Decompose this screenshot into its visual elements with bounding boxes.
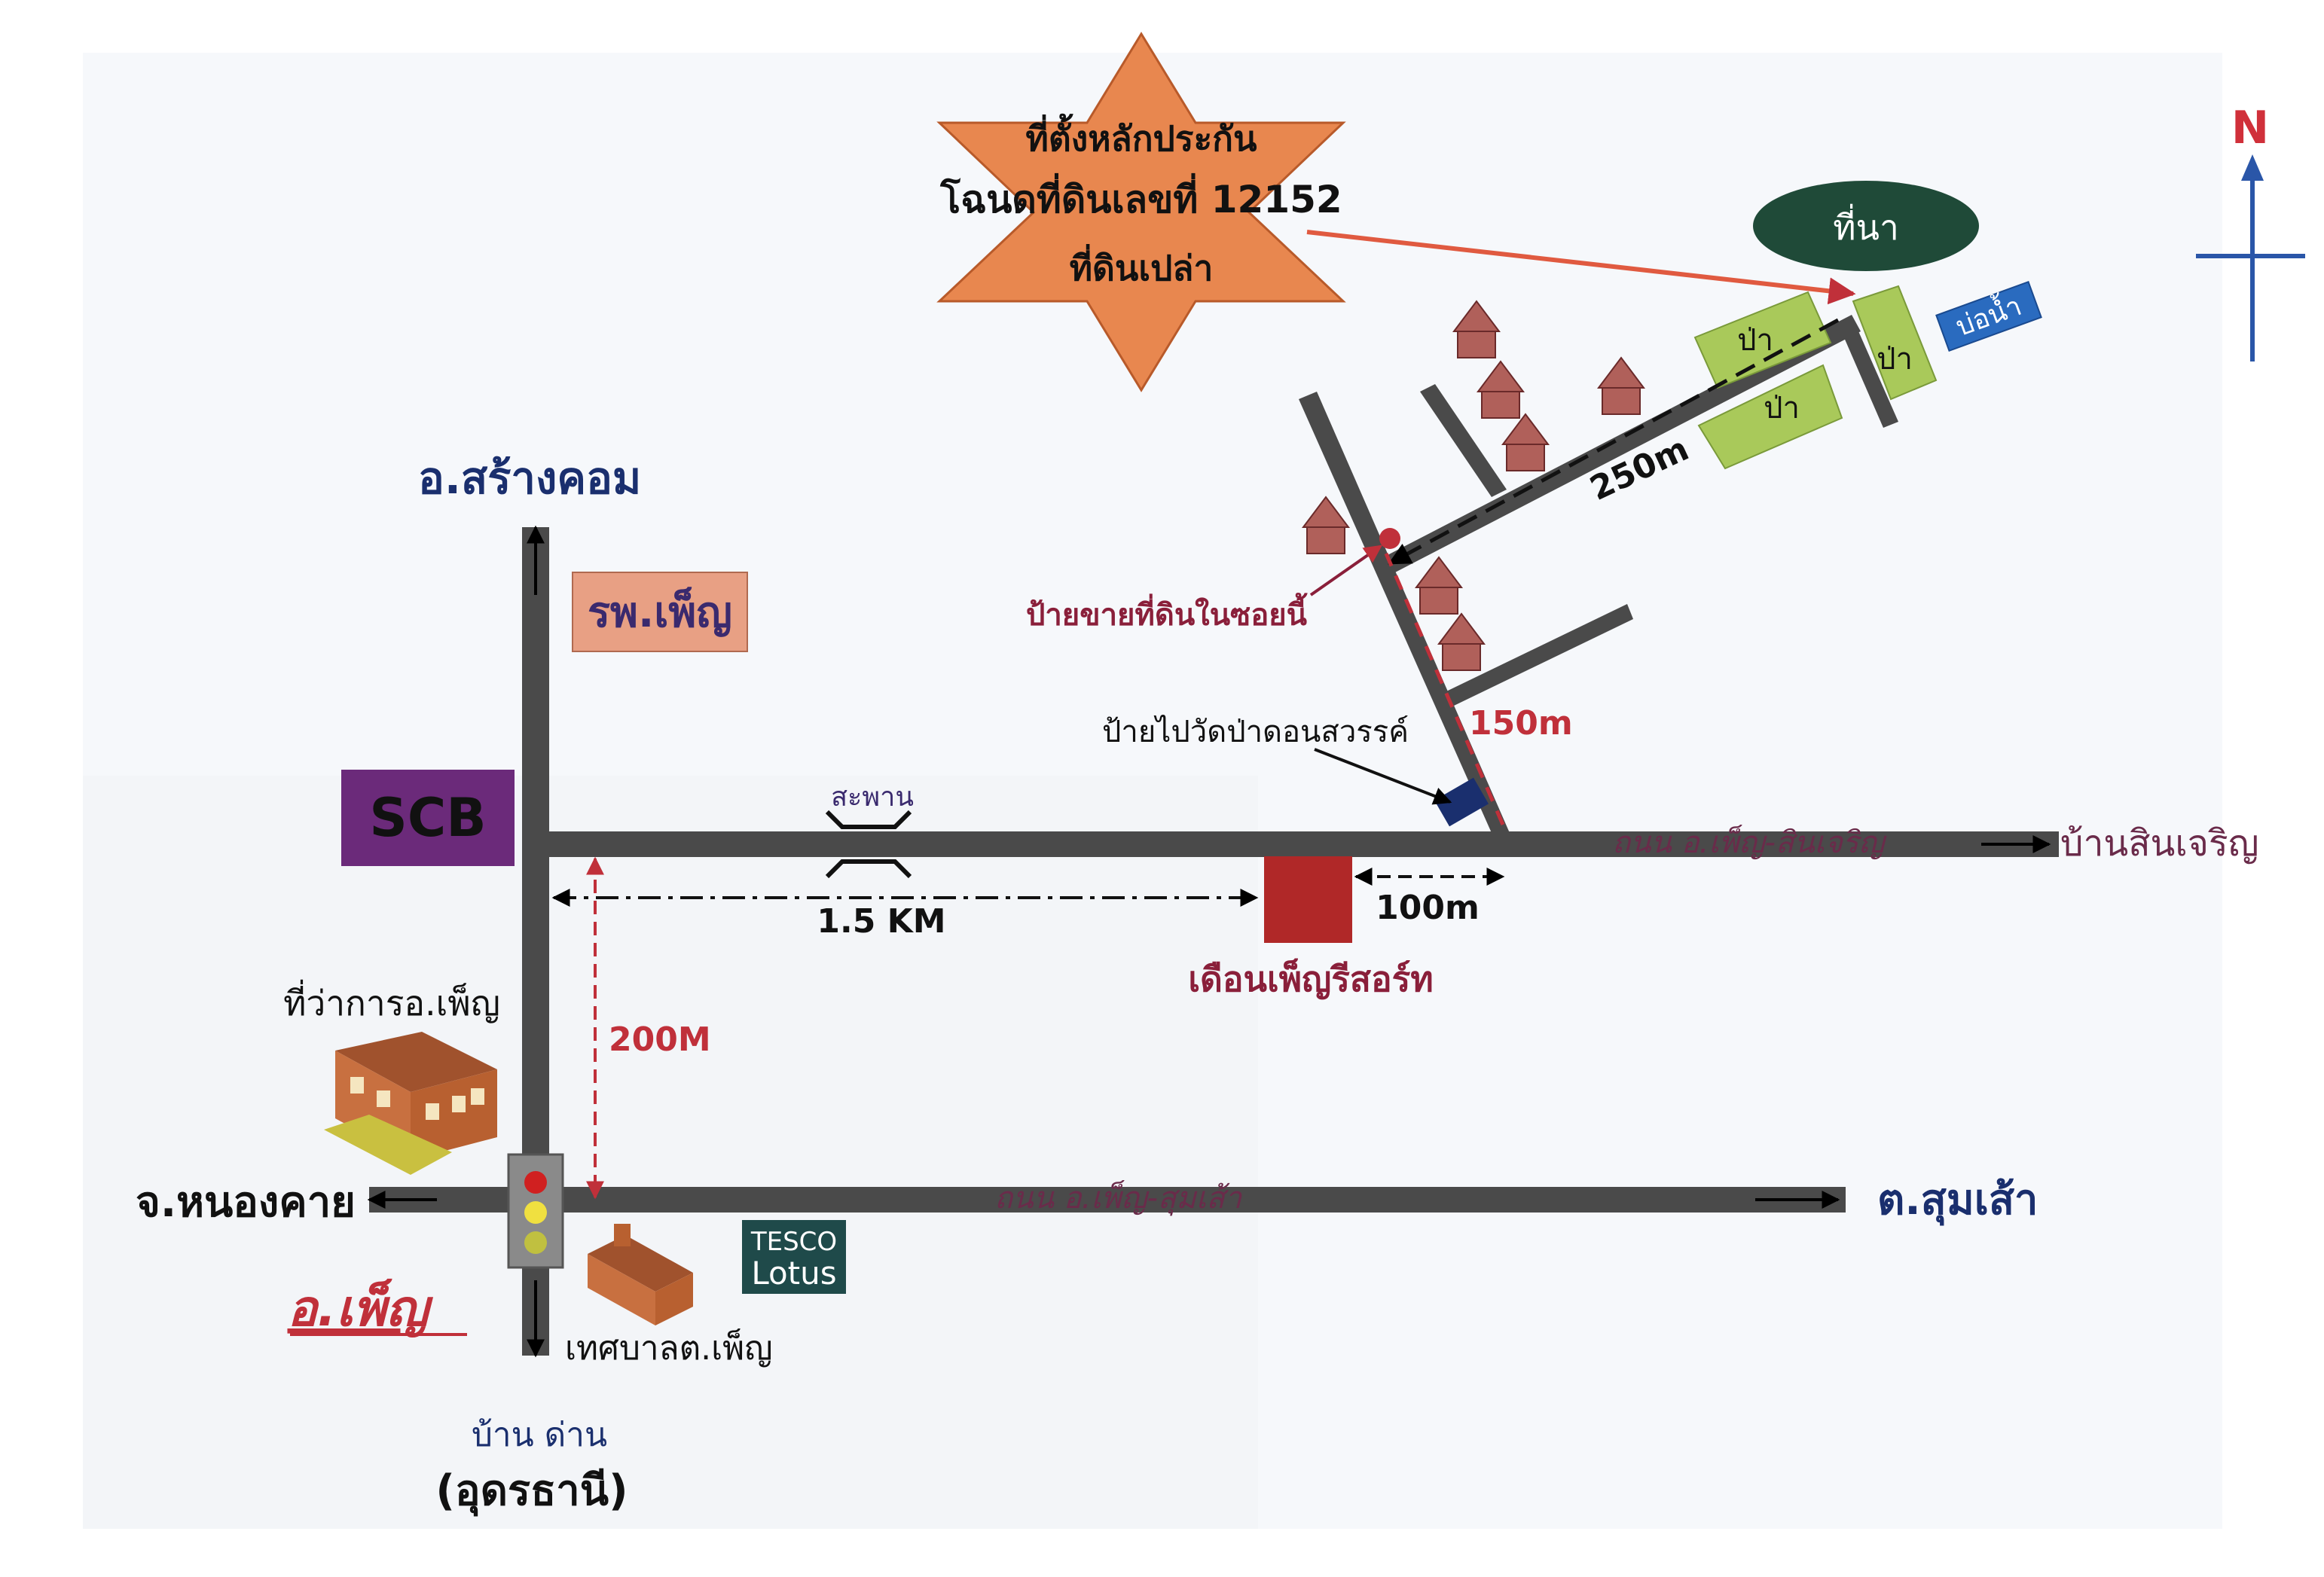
resort-box [1264, 856, 1352, 943]
hospital-label: รพ.เพ็ญ [588, 586, 732, 637]
bridge-label: สะพาน [831, 782, 914, 813]
district-office-label: ที่ว่าการอ.เพ็ญ [283, 979, 500, 1023]
houses [1302, 300, 1645, 671]
east-village-label: บ้านสินเจริญ [2060, 822, 2259, 865]
plot-road [1838, 319, 1898, 428]
sale-sign-marker [1379, 528, 1400, 549]
compass: N [2196, 102, 2305, 361]
pond [1935, 280, 2042, 352]
house-icon [1302, 496, 1350, 554]
sale-sign-pointer [1309, 544, 1382, 596]
forest-plot-2 [1697, 364, 1843, 470]
town-label: อ.เพ็ญ [287, 1278, 433, 1338]
soi-to-plot [1386, 315, 1861, 572]
distance-200m: 200M [609, 1020, 711, 1059]
tesco-logo-line1: TESCO [750, 1227, 837, 1257]
south-road [369, 1187, 1846, 1212]
distance-1-5km: 1.5 KM [817, 902, 945, 941]
south-village-label: บ้าน ด่าน [472, 1416, 607, 1454]
municipality-label: เทศบาลต.เพ็ญ [565, 1328, 773, 1368]
forest-label-3: ป่า [1877, 342, 1913, 377]
scb-label: SCB [369, 787, 486, 849]
compass-north-label: N [2231, 102, 2269, 154]
star-pointer-line [1306, 230, 1856, 305]
header-line1: ที่ตั้งหลักประกัน [1026, 113, 1257, 159]
collateral-star [936, 32, 1346, 392]
hospital-box [572, 572, 748, 652]
bridge-icon [825, 810, 912, 879]
house-icon [1437, 612, 1486, 671]
tesco-logo-line2: Lotus [751, 1255, 836, 1292]
municipality-building-icon [588, 1224, 693, 1325]
main-road-label: ถนน อ.เพ็ญ-สินเจริญ [1612, 825, 1887, 860]
temple-sign-pointer [1314, 748, 1452, 805]
forest-plot-3 [1852, 285, 1938, 401]
header-line3: ที่ดินเปล่า [1070, 244, 1214, 288]
header-line2: โฉนดที่ดินเลขที่ 12152 [939, 173, 1342, 221]
district-office-building-icon [324, 1032, 497, 1175]
south-road-label: ถนน อ.เพ็ญ-สุมเส้า [994, 1180, 1243, 1216]
north-district-label: อ.สร้างคอม [418, 453, 641, 504]
forest-label-2: ป่า [1764, 391, 1800, 426]
traffic-light-icon [507, 1153, 564, 1269]
house-icon [1415, 556, 1463, 615]
route-250m-line [1388, 318, 1840, 566]
main-road [522, 831, 2059, 857]
land-sale-sign-label: ป้ายขายที่ดินในซอยนี้ [1026, 593, 1309, 633]
compass-arrow-icon [2241, 154, 2264, 181]
distance-150m: 150m [1469, 704, 1573, 743]
forest-label-1: ป่า [1737, 323, 1773, 358]
soi-spur-lower [1446, 604, 1633, 706]
temple-sign [1434, 777, 1489, 827]
west-province-label: จ.หนองคาย [136, 1178, 356, 1227]
forest-plot-1 [1693, 291, 1832, 389]
tesco-logo [742, 1220, 846, 1294]
scb-box [341, 770, 515, 866]
house-icon [1477, 360, 1525, 419]
house-icon [1501, 413, 1550, 471]
distance-100m: 100m [1376, 889, 1480, 927]
forest-plots: ป่า ป่า ป่า [1693, 285, 1938, 470]
paddy-label: ที่นา [1833, 203, 1899, 248]
soi-spur-upper [1420, 384, 1507, 497]
temple-sign-label: ป้ายไปวัดป่าดอนสวรรค์ [1102, 715, 1409, 749]
paddy-field [1753, 181, 1979, 271]
resort-label: เดือนเพ็ญรีสอร์ท [1188, 958, 1433, 999]
roads [369, 315, 2059, 1356]
house-icon [1452, 300, 1501, 358]
house-icon [1597, 356, 1645, 415]
south-province-label: (อุดรธานี) [435, 1466, 628, 1517]
east-subdistrict-label: ต.สุมเส้า [1877, 1176, 2038, 1226]
